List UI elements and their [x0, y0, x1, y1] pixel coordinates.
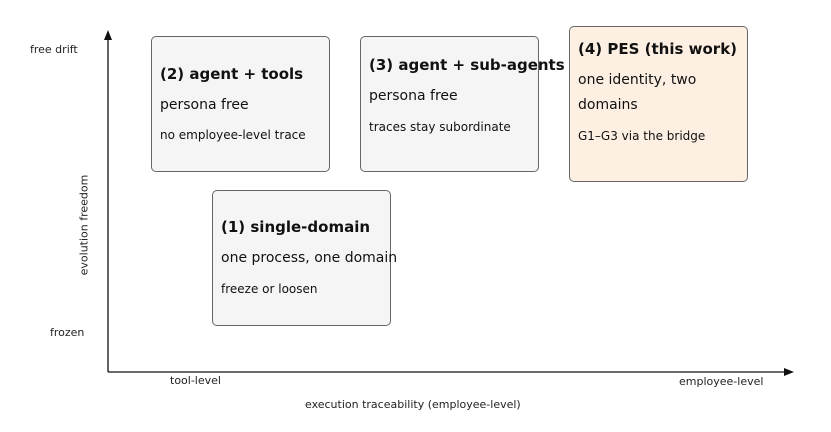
- box-line: domains: [578, 97, 638, 113]
- box-line: one identity, two: [578, 72, 697, 88]
- box-title: (3) agent + sub-agents: [369, 56, 565, 74]
- y-axis-title: evolution freedom: [77, 174, 91, 276]
- box-line: one process, one domain: [221, 250, 398, 266]
- box-line: persona free: [160, 97, 249, 113]
- box-note: traces stay subordinate: [369, 120, 511, 134]
- box-note: G1–G3 via the bridge: [578, 129, 706, 143]
- box-agent-tools: (2) agent + tools persona free no employ…: [151, 36, 330, 172]
- box-note: freeze or loosen: [221, 282, 318, 296]
- x-tick-right: employee-level: [679, 375, 764, 388]
- box-agent-subagents: (3) agent + sub-agents persona free trac…: [360, 36, 565, 172]
- y-tick-top: free drift: [30, 43, 78, 56]
- box-line: persona free: [369, 88, 458, 104]
- box-title: (1) single-domain: [221, 218, 371, 236]
- box-pes: (4) PES (this work) one identity, two do…: [569, 26, 748, 182]
- box-single-domain: (1) single-domain one process, one domai…: [212, 190, 397, 326]
- x-axis-arrow: [784, 368, 794, 376]
- y-axis-arrow: [104, 30, 112, 40]
- x-axis-title: execution traceability (employee-level): [305, 398, 521, 411]
- y-tick-bottom: frozen: [50, 326, 85, 339]
- x-tick-left: tool-level: [170, 374, 221, 387]
- box-title: (4) PES (this work): [578, 40, 738, 58]
- box-note: no employee-level trace: [160, 128, 306, 142]
- box-title: (2) agent + tools: [160, 65, 304, 83]
